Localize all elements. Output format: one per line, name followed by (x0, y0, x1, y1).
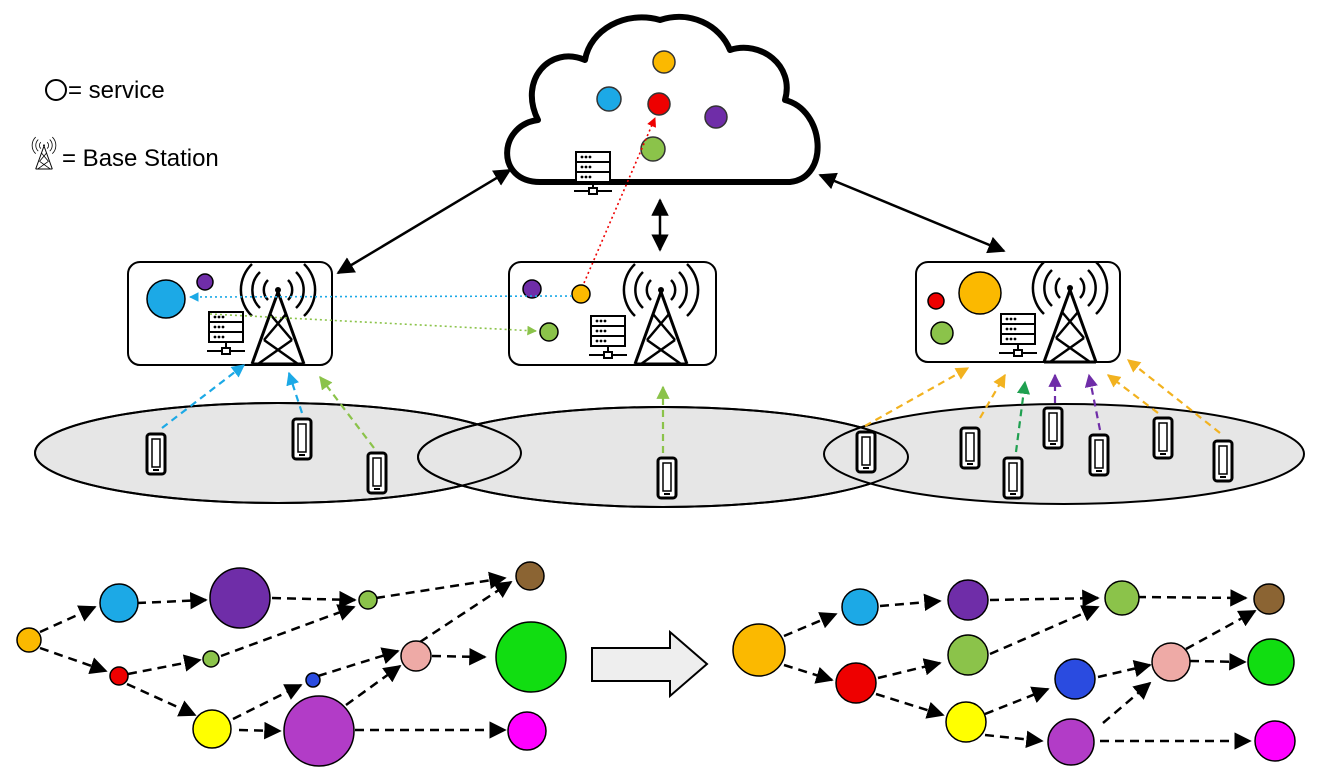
legend-service-label: = service (68, 77, 165, 104)
graph-node (283, 695, 355, 767)
service-graph-before (39, 571, 513, 740)
coverage-right (823, 403, 1305, 505)
graph-node (841, 588, 879, 626)
phone-icon (1212, 439, 1234, 483)
graph-node (99, 583, 139, 623)
cloud-service-green (640, 136, 666, 162)
graph-node (495, 621, 567, 693)
edge-node-center (508, 261, 717, 366)
edge-node-left (127, 261, 333, 366)
graph-node (835, 662, 877, 704)
graph-node (358, 590, 378, 610)
cloud-left-link (336, 168, 512, 275)
phone-icon (366, 451, 388, 495)
phone-icon (291, 417, 313, 461)
graph-node (400, 640, 432, 672)
migration-blue (189, 292, 573, 302)
phone-icon (1002, 456, 1024, 500)
base-station-tower-icon (31, 136, 57, 170)
graph-node (732, 623, 786, 677)
edge-center-service-green (539, 322, 559, 342)
graph-node (16, 627, 42, 653)
coverage-left-outline (34, 402, 522, 504)
service-graph-before-nodes (16, 561, 567, 767)
legend-base-station-label: = Base Station (62, 145, 219, 172)
cloud-service-blue (596, 86, 622, 112)
graph-node (305, 672, 321, 688)
phone-icon (1042, 406, 1064, 450)
graph-node (209, 567, 271, 629)
service-graph-after (783, 589, 1257, 750)
edge-right-service-yellow (958, 271, 1002, 315)
phone-icon (959, 426, 981, 470)
request-arrows (161, 359, 1221, 453)
server-icon (573, 151, 613, 195)
graph-node (1247, 638, 1295, 686)
service-circle-icon (45, 79, 67, 101)
phone-icon (1152, 416, 1174, 460)
graph-node (109, 666, 129, 686)
edge-left-service-blue (146, 279, 186, 319)
edge-right-service-red (927, 292, 945, 310)
graph-node (1151, 642, 1191, 682)
graph-node (1254, 720, 1296, 762)
graph-node (1104, 580, 1140, 616)
graph-node (1047, 718, 1095, 766)
graph-node (1054, 658, 1096, 700)
cloud (504, 13, 821, 195)
graph-node (947, 634, 989, 676)
graph-node (515, 561, 545, 591)
graph-node (202, 650, 220, 668)
cloud-service-red (647, 92, 671, 116)
graph-node (945, 701, 987, 743)
cloud-service-yellow (652, 50, 676, 74)
edge-left-service-purple (196, 273, 214, 291)
graph-node (192, 709, 232, 749)
transform-arrow-icon (591, 629, 709, 699)
graph-node (507, 711, 547, 751)
phone-icon (855, 430, 877, 474)
cloud-service-purple (704, 105, 728, 129)
graph-node (1253, 583, 1285, 615)
edge-right-service-green (930, 321, 954, 345)
coverage-center-outline (417, 406, 909, 508)
legend: = service = Base Station (31, 77, 219, 172)
edge-node-right (915, 260, 1121, 364)
edge-center-service-yellow (571, 284, 591, 304)
graph-node (947, 579, 989, 621)
cloud-right-link (818, 172, 1006, 254)
phone-icon (656, 456, 678, 500)
edge-center-service-purple (522, 279, 542, 299)
phone-icon (1088, 433, 1110, 477)
service-graph-after-nodes (732, 579, 1296, 766)
phone-icon (145, 432, 167, 476)
